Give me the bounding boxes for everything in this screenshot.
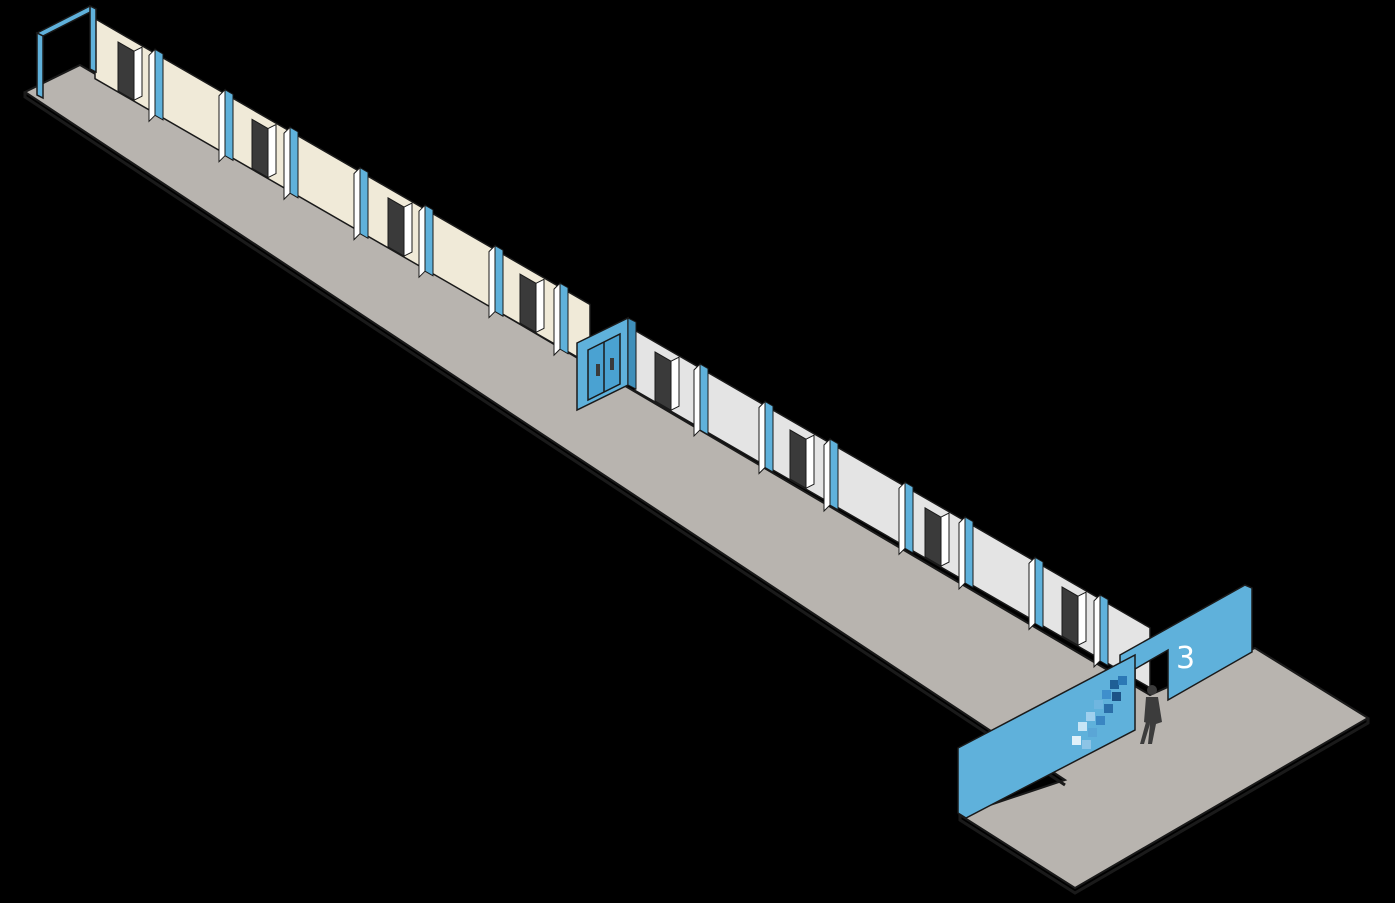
- mosaic-tile: [1094, 700, 1103, 709]
- door-frame: [403, 202, 413, 257]
- pilaster-side: [283, 126, 291, 201]
- person-walking-icon: [1140, 685, 1162, 744]
- mosaic-tile: [1118, 676, 1127, 685]
- wall-pilaster: [494, 244, 504, 318]
- door-frame: [1077, 591, 1087, 647]
- entrance-long-wall: [957, 653, 1136, 819]
- door: [519, 273, 537, 334]
- frame-post: [36, 31, 44, 100]
- door-frame: [133, 46, 143, 101]
- mosaic-tile: [1072, 736, 1081, 745]
- wall-pilaster: [559, 282, 569, 355]
- wall-pilaster: [154, 48, 164, 121]
- door-frame: [670, 356, 680, 412]
- mosaic-tile: [1078, 722, 1087, 731]
- mosaic-tile: [1096, 716, 1105, 725]
- wall-pilaster: [964, 516, 974, 589]
- mosaic-tile: [1088, 728, 1097, 737]
- wall-pilaster: [1034, 556, 1044, 629]
- door: [251, 118, 269, 179]
- elevator-button-panel: [610, 358, 614, 370]
- wall-pilaster: [1099, 594, 1109, 667]
- pilaster-side: [353, 166, 361, 241]
- mosaic-tile: [1110, 680, 1119, 689]
- pilaster-side: [148, 48, 156, 123]
- frame-top: [35, 5, 98, 37]
- door-frame: [940, 512, 950, 567]
- pilaster-side: [418, 203, 426, 279]
- door: [924, 507, 942, 567]
- floor-edge: [958, 718, 1370, 895]
- mosaic-tile: [1082, 740, 1091, 749]
- door-frame: [535, 278, 545, 334]
- door: [1061, 586, 1079, 647]
- elevator-button-panel: [596, 364, 600, 376]
- door-frame: [805, 434, 815, 489]
- pilaster-side: [1028, 556, 1036, 631]
- elevator-side: [627, 317, 637, 390]
- pilaster-side: [693, 362, 701, 438]
- wall-pilaster: [699, 363, 709, 436]
- wall-pilaster: [289, 126, 299, 199]
- pilaster-side: [823, 437, 831, 513]
- mosaic-tile: [1102, 690, 1111, 699]
- door: [387, 196, 405, 257]
- pilaster-side: [553, 281, 561, 357]
- door: [654, 351, 672, 412]
- wall-pilaster: [424, 204, 434, 277]
- pilaster-side: [1093, 593, 1101, 669]
- person-head: [1147, 685, 1157, 695]
- mosaic-tile: [1112, 692, 1121, 701]
- wall-pilaster: [359, 166, 369, 240]
- pilaster-side: [218, 88, 226, 163]
- person-body: [1144, 697, 1162, 744]
- wall-pilaster: [764, 400, 774, 473]
- floor-number: 3: [1176, 641, 1195, 676]
- frame-post: [89, 4, 97, 74]
- pilaster-side: [758, 400, 766, 475]
- corridor-floor: [22, 63, 1370, 895]
- pilaster-side: [898, 481, 906, 556]
- floor-edge: [23, 92, 1066, 787]
- wall-pilaster: [904, 481, 914, 554]
- wall-pilaster: [829, 438, 839, 511]
- pilaster-side: [488, 244, 496, 319]
- elevator-door-icon: [576, 316, 637, 412]
- corridor-end-frame: [35, 4, 98, 100]
- floor-surface: [22, 63, 1370, 890]
- door-frame: [267, 123, 277, 179]
- door: [117, 41, 135, 102]
- mosaic-tile: [1104, 704, 1113, 713]
- door: [789, 429, 807, 490]
- person-leg: [1140, 722, 1150, 744]
- wall-pilaster: [224, 88, 234, 162]
- floor-number-sign: 3: [1176, 641, 1195, 676]
- pilaster-side: [958, 515, 966, 591]
- entrance-wall: [957, 584, 1253, 819]
- corridor-wall: [94, 17, 1151, 690]
- mosaic-tile: [1086, 712, 1095, 721]
